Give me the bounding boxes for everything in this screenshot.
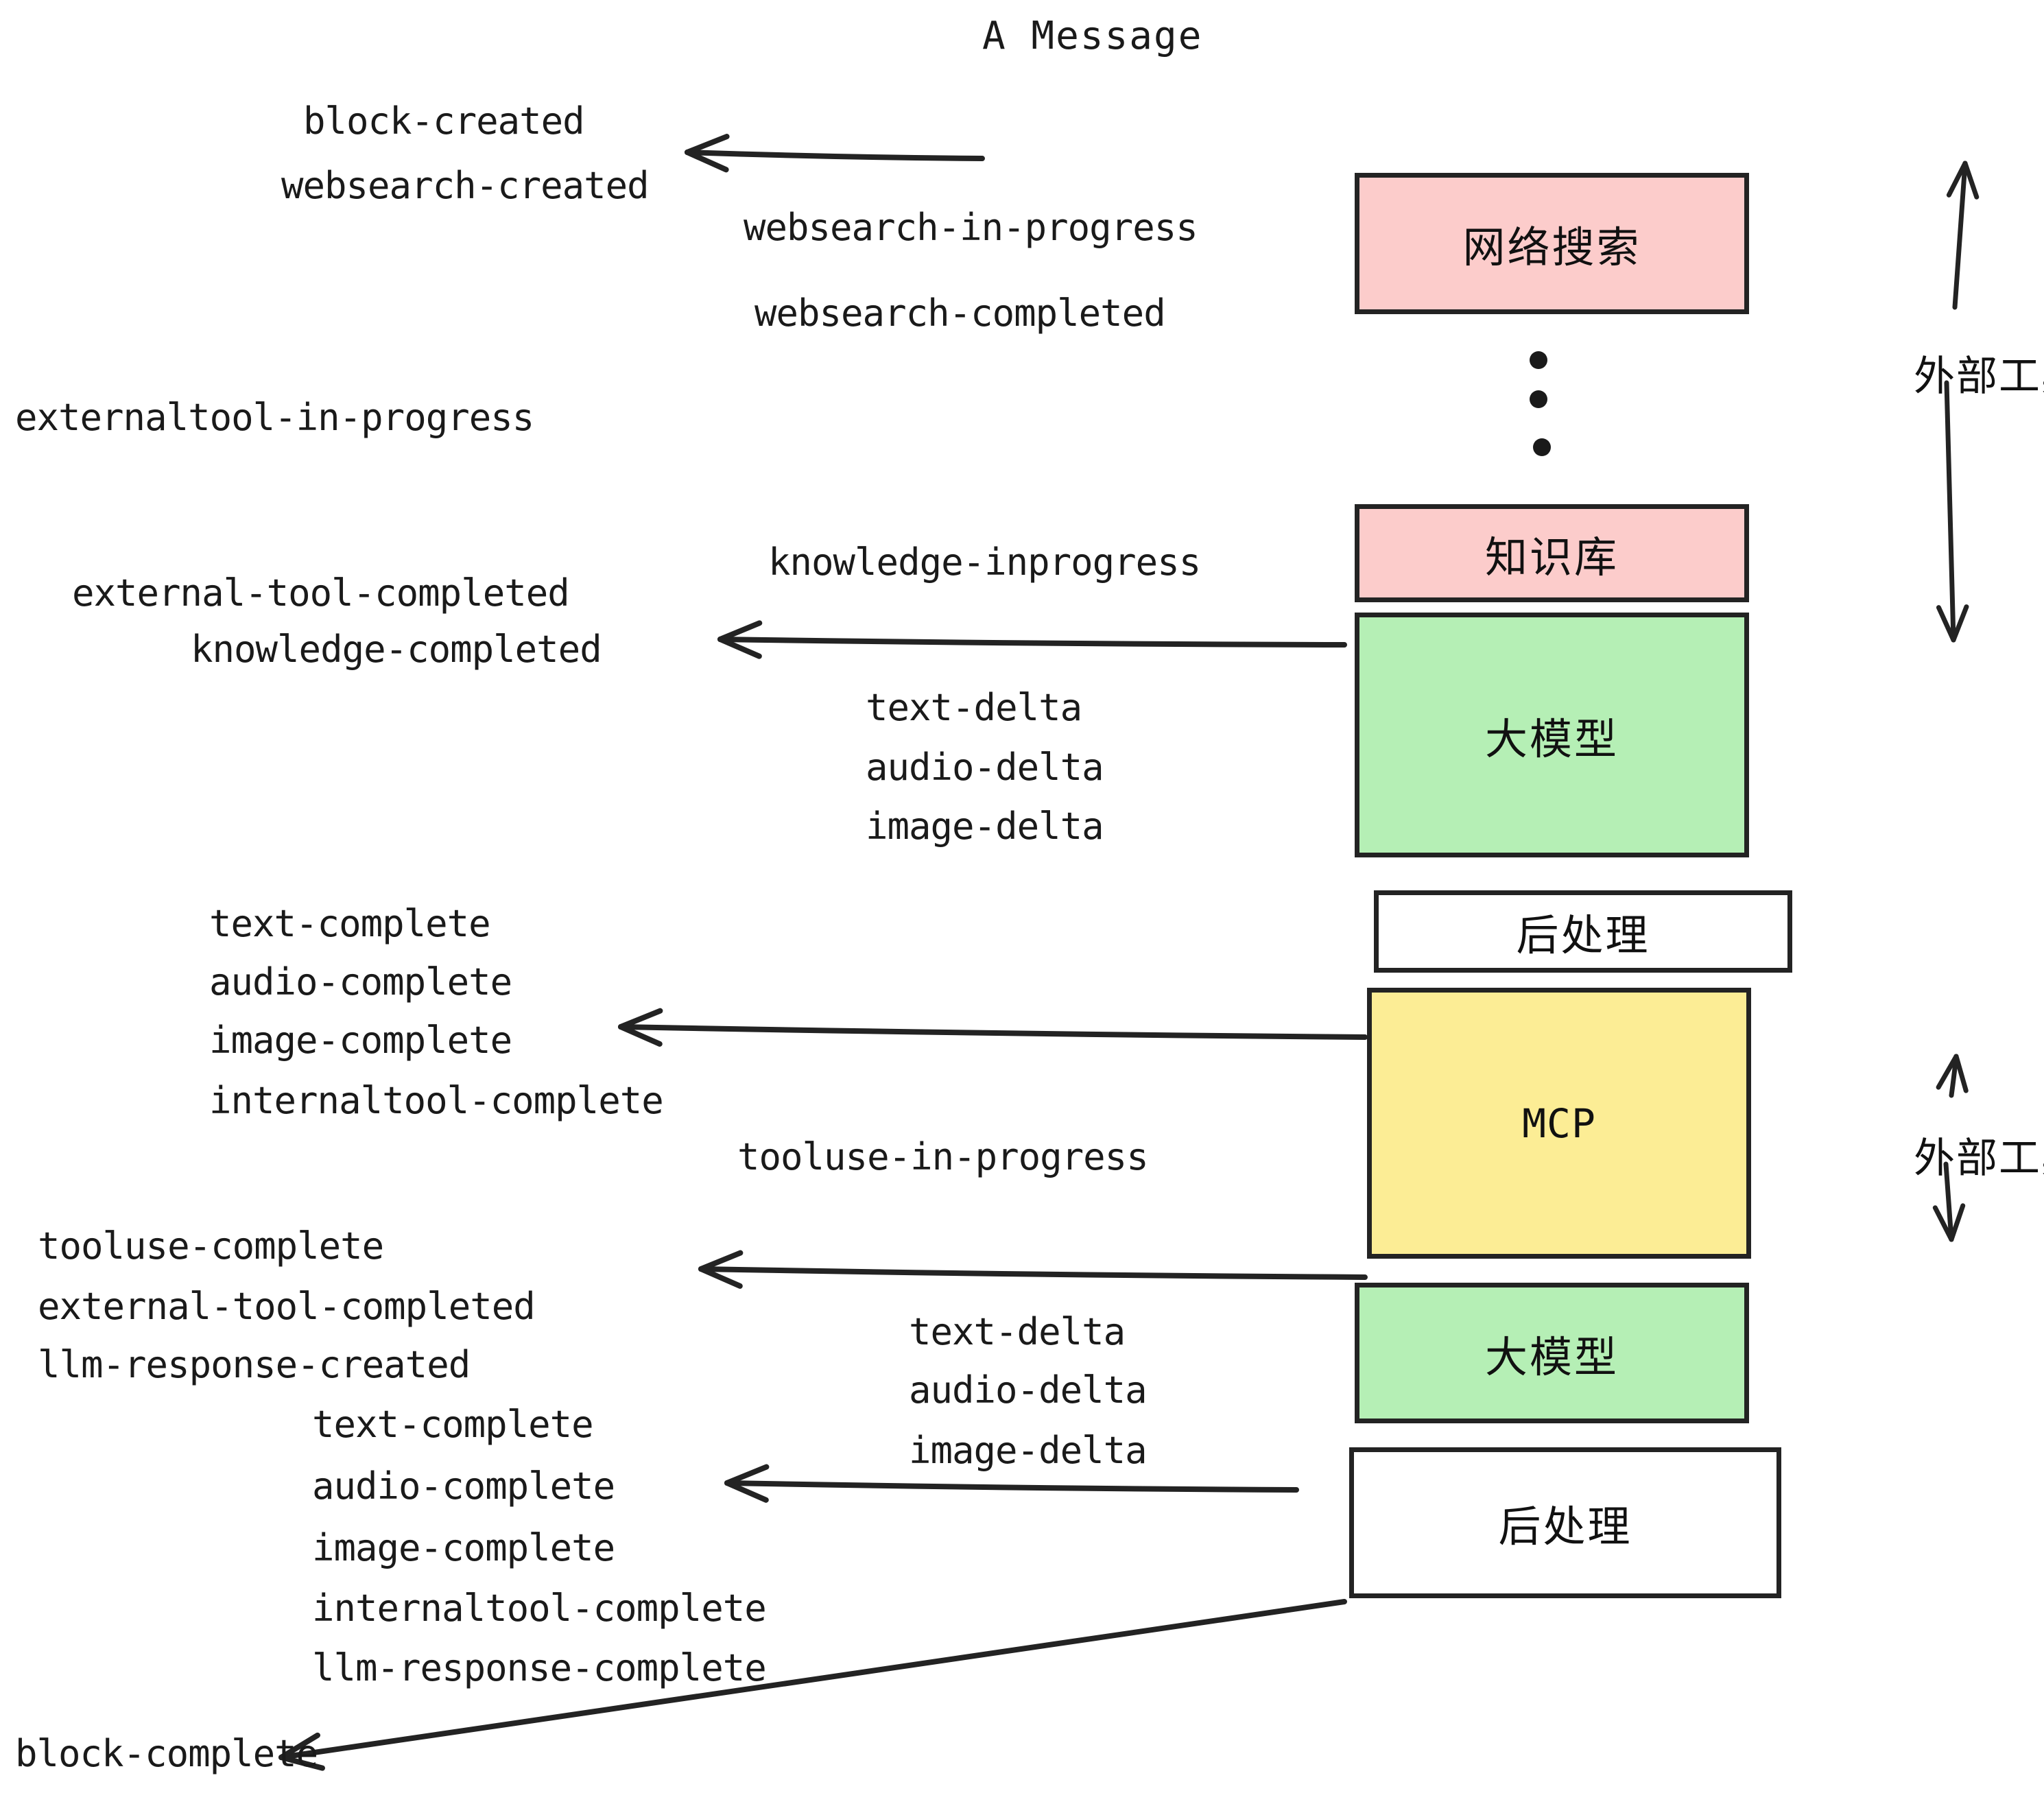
node-llm-1[interactable]: 大模型 <box>1355 613 1749 857</box>
node-postprocess-1[interactable]: 后处理 <box>1374 890 1792 973</box>
node-label: 知识库 <box>1484 532 1619 582</box>
event-label-image-complete-2: image-complete <box>312 1526 615 1569</box>
event-label-tooluse-complete: tooluse-complete <box>38 1224 384 1268</box>
arrow-block-created <box>685 134 985 173</box>
event-label-internaltool-complete-2: internaltool-complete <box>312 1587 767 1630</box>
event-label-websearch-in-progress: websearch-in-progress <box>744 206 1198 249</box>
arrow-knowledge-done <box>717 620 1347 659</box>
event-label-image-delta-1: image-delta <box>866 805 1104 848</box>
node-label: 网络搜索 <box>1462 222 1641 272</box>
event-label-audio-delta-2: audio-delta <box>909 1368 1148 1412</box>
event-label-websearch-completed: websearch-completed <box>754 292 1166 335</box>
side-annotation-external-tool-bottom: 外部工具 <box>1914 1135 2044 1183</box>
event-label-text-delta-1: text-delta <box>866 686 1082 729</box>
event-label-text-complete-2: text-complete <box>312 1403 594 1446</box>
event-label-block-complete: block-complete <box>15 1732 318 1775</box>
node-postprocess-2[interactable]: 后处理 <box>1349 1447 1781 1598</box>
event-label-knowledge-inprogress: knowledge-inprogress <box>768 541 1201 584</box>
node-label: 大模型 <box>1484 713 1619 764</box>
node-label: 后处理 <box>1498 1502 1632 1552</box>
event-label-internaltool-complete-1: internaltool-complete <box>209 1079 664 1122</box>
node-mcp[interactable]: MCP <box>1367 988 1751 1259</box>
event-label-text-complete-1: text-complete <box>209 902 491 945</box>
node-llm-2[interactable]: 大模型 <box>1355 1283 1749 1423</box>
event-label-externaltool-in-progress: externaltool-in-progress <box>15 396 534 439</box>
event-label-audio-complete-2: audio-complete <box>312 1464 615 1508</box>
event-label-external-tool-completed-1: external-tool-completed <box>72 571 570 615</box>
event-label-external-tool-completed-2: external-tool-completed <box>38 1285 536 1328</box>
event-label-text-delta-2: text-delta <box>909 1310 1126 1353</box>
ellipsis-dot-icon <box>1530 351 1547 369</box>
node-knowledge[interactable]: 知识库 <box>1355 504 1749 602</box>
event-label-knowledge-completed: knowledge-completed <box>191 628 602 671</box>
event-label-audio-complete-1: audio-complete <box>209 960 512 1004</box>
node-websearch[interactable]: 网络搜索 <box>1355 173 1749 314</box>
diagram-title: A Message <box>982 14 1203 58</box>
node-label: 后处理 <box>1516 910 1650 960</box>
scope-arrow-bottom-up <box>1936 1054 1969 1098</box>
event-label-audio-delta-1: audio-delta <box>866 746 1104 789</box>
scope-arrow-top-up <box>1946 161 1980 310</box>
scope-arrow-top-down <box>1936 380 1969 643</box>
ellipsis-dot-icon <box>1533 438 1551 456</box>
event-label-websearch-created: websearch-created <box>281 164 650 207</box>
event-label-block-created: block-created <box>303 99 585 143</box>
event-label-llm-response-created: llm-response-created <box>38 1343 471 1386</box>
arrow-image-complete <box>618 1008 1368 1047</box>
event-label-llm-response-complete: llm-response-complete <box>312 1646 767 1689</box>
arrow-tooluse-complete <box>698 1250 1368 1289</box>
event-label-image-delta-2: image-delta <box>909 1429 1148 1472</box>
ellipsis-dot-icon <box>1530 390 1547 408</box>
node-label: 大模型 <box>1484 1331 1619 1382</box>
side-annotation-external-tool-top: 外部工具 <box>1914 353 2044 401</box>
event-label-tooluse-in-progress: tooluse-in-progress <box>737 1135 1149 1178</box>
node-label: MCP <box>1522 1100 1596 1147</box>
event-label-image-complete-1: image-complete <box>209 1019 512 1062</box>
